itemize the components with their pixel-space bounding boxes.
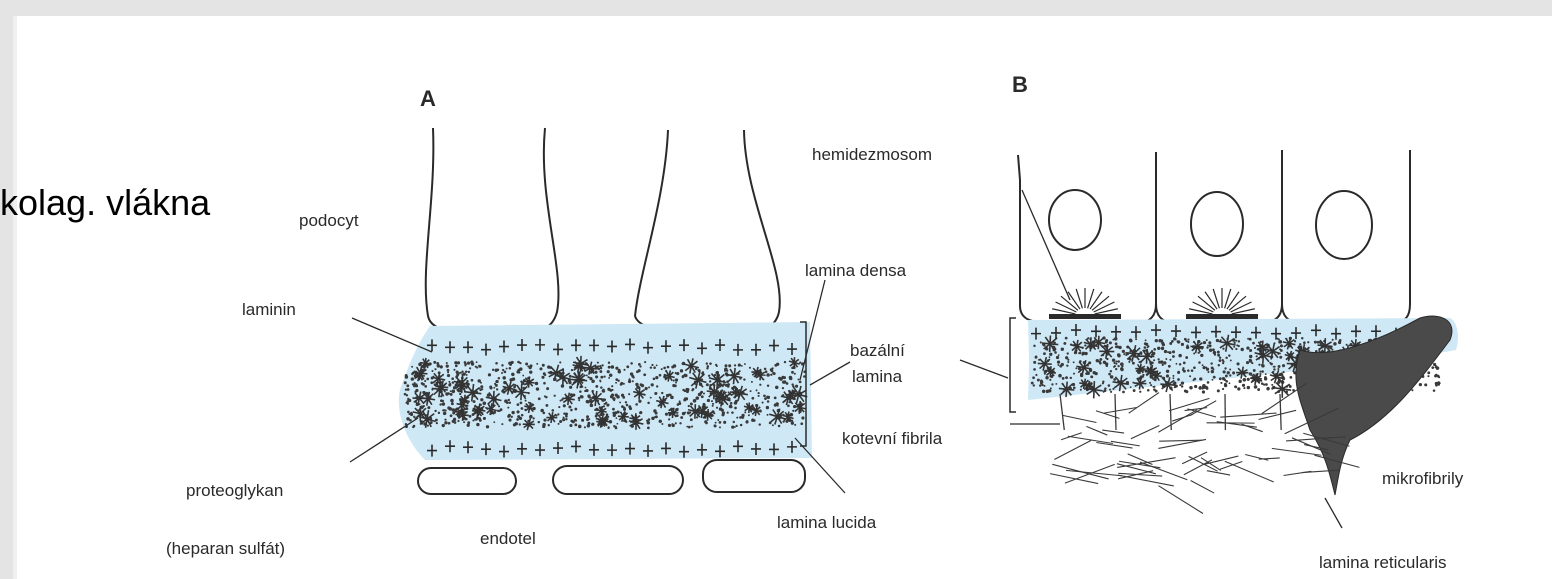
leader-lamina-reticularis [1325, 498, 1342, 528]
label-lamina-reticularis: lamina reticularis [1319, 553, 1447, 572]
epithelial-cell-top [1018, 155, 1020, 180]
leader-bazalni-b [960, 360, 1008, 378]
label-heparan-sulfat: (heparan sulfát) [166, 539, 285, 558]
label-lamina-lucida: lamina lucida [777, 513, 877, 532]
leader-proteoglykan [350, 418, 418, 462]
label-endotel: endotel [480, 529, 536, 548]
label-proteoglykan: proteoglykan [186, 481, 283, 500]
label-podocyt: podocyt [299, 211, 359, 230]
endothelial-cell-2 [553, 466, 683, 494]
podocyte-foot-right [635, 130, 780, 333]
nucleus-3 [1316, 191, 1372, 259]
leader-bazalni [810, 362, 850, 385]
label-hemidezmosom: hemidezmosom [812, 145, 932, 164]
nucleus-1 [1049, 190, 1101, 250]
panel-b: B [812, 72, 1464, 572]
podocyte-foot-left [426, 128, 559, 333]
bazalni-lamina-bracket-b [1010, 318, 1016, 412]
nucleus-2 [1191, 192, 1243, 256]
label-bazalni: bazální [850, 341, 905, 360]
leader-laminin [352, 318, 432, 352]
endothelial-cell-1 [418, 468, 516, 494]
label-lamina: lamina [852, 367, 903, 386]
label-mikrofibrily: mikrofibrily [1382, 469, 1464, 488]
label-kotevni-fibrila: kotevní fibrila [842, 429, 943, 448]
label-lamina-densa: lamina densa [805, 261, 907, 280]
panel-b-letter: B [1012, 72, 1028, 97]
side-caption: kolag. vlákna [0, 182, 210, 224]
label-laminin: laminin [242, 300, 296, 319]
panel-a-letter: A [420, 86, 436, 111]
endothelial-cell-3 [703, 460, 805, 492]
